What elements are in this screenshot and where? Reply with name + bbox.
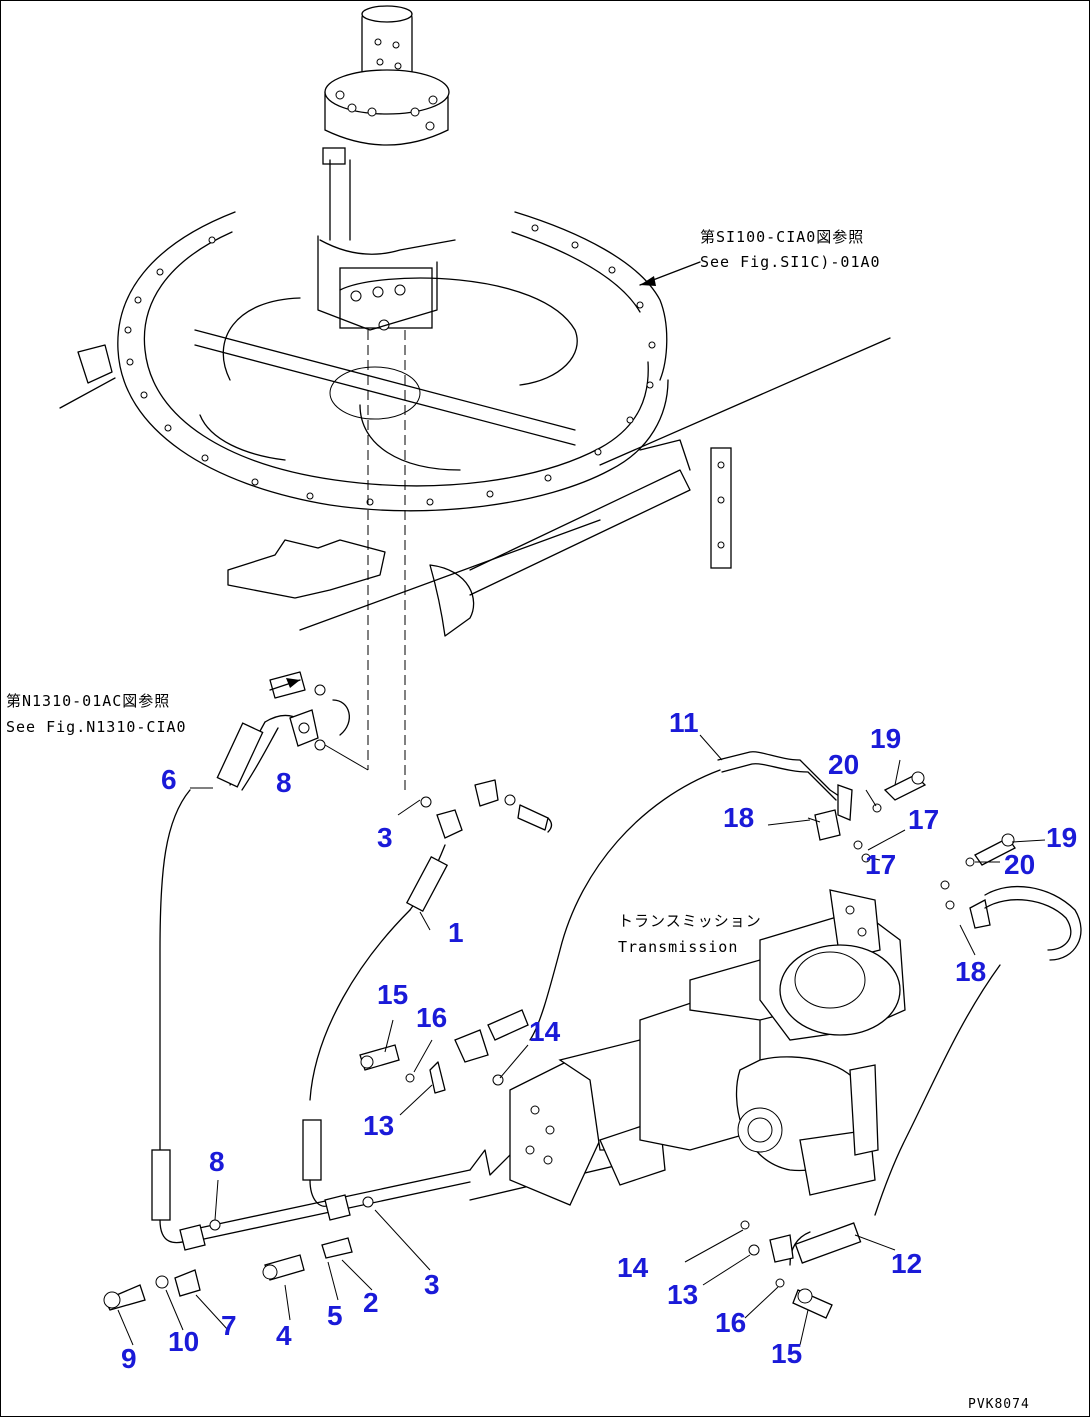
callout-9: 9	[121, 1343, 137, 1374]
callout-4: 4	[276, 1320, 292, 1351]
callout-10: 10	[168, 1326, 199, 1357]
revolving-frame	[59, 211, 891, 637]
ring-bolt-holes	[124, 224, 656, 506]
swing-ref-jp: 第SI100-CIA0図参照	[700, 228, 864, 246]
callout-17-lower: 17	[865, 849, 896, 880]
callout-14-lower: 14	[617, 1252, 649, 1283]
callout-17-upper: 17	[908, 804, 939, 835]
callout-12: 12	[891, 1248, 922, 1279]
flange-group-right	[853, 771, 1016, 929]
callout-14-upper: 14	[529, 1016, 561, 1047]
callout-19-upper: 19	[870, 723, 901, 754]
swing-ref-en: See Fig.SI1C)-01A0	[700, 253, 881, 271]
callout-1: 1	[448, 917, 464, 948]
drawing-code: PVK8074	[968, 1397, 1030, 1412]
callout-13-upper: 13	[363, 1110, 394, 1141]
leader-lines	[117, 734, 1046, 1346]
callout-18-upper: 18	[723, 802, 754, 833]
hose-ref-en: See Fig.N1310-CIA0	[6, 718, 187, 736]
callout-15-lower: 15	[771, 1338, 802, 1369]
swing-ref-arrow	[639, 261, 701, 286]
lower-pipe	[103, 1149, 641, 1311]
callout-20-right: 20	[1004, 849, 1035, 880]
transmission	[509, 889, 906, 1206]
callout-5: 5	[327, 1300, 343, 1331]
callout-13-lower: 13	[667, 1279, 698, 1310]
callout-16-upper: 16	[416, 1002, 447, 1033]
callout-3-lower: 3	[424, 1269, 440, 1300]
callout-15-upper: 15	[377, 979, 408, 1010]
hose-6	[151, 709, 369, 1244]
transmission-label-jp: トランスミッション	[618, 912, 762, 930]
callout-16-lower: 16	[715, 1307, 746, 1338]
callout-8-upper: 8	[276, 767, 292, 798]
hose-ref-jp: 第N1310-01AC図参照	[6, 692, 170, 710]
callout-3-upper: 3	[377, 822, 393, 853]
callout-20-upper: 20	[828, 749, 859, 780]
hose-12	[740, 885, 1082, 1319]
hose-11	[359, 751, 853, 1094]
callout-19-right: 19	[1046, 822, 1077, 853]
callout-6: 6	[161, 764, 177, 795]
hose-ref-arrow	[269, 671, 350, 736]
hose-1	[302, 796, 463, 1207]
transmission-label-en: Transmission	[618, 938, 738, 956]
callout-8-lower: 8	[209, 1146, 225, 1177]
callout-2: 2	[363, 1287, 379, 1318]
callout-11: 11	[669, 707, 699, 738]
flange-group-upper	[474, 779, 553, 833]
callout-18-lower: 18	[955, 956, 986, 987]
swivel-joint	[317, 5, 456, 331]
callout-7: 7	[221, 1310, 237, 1341]
